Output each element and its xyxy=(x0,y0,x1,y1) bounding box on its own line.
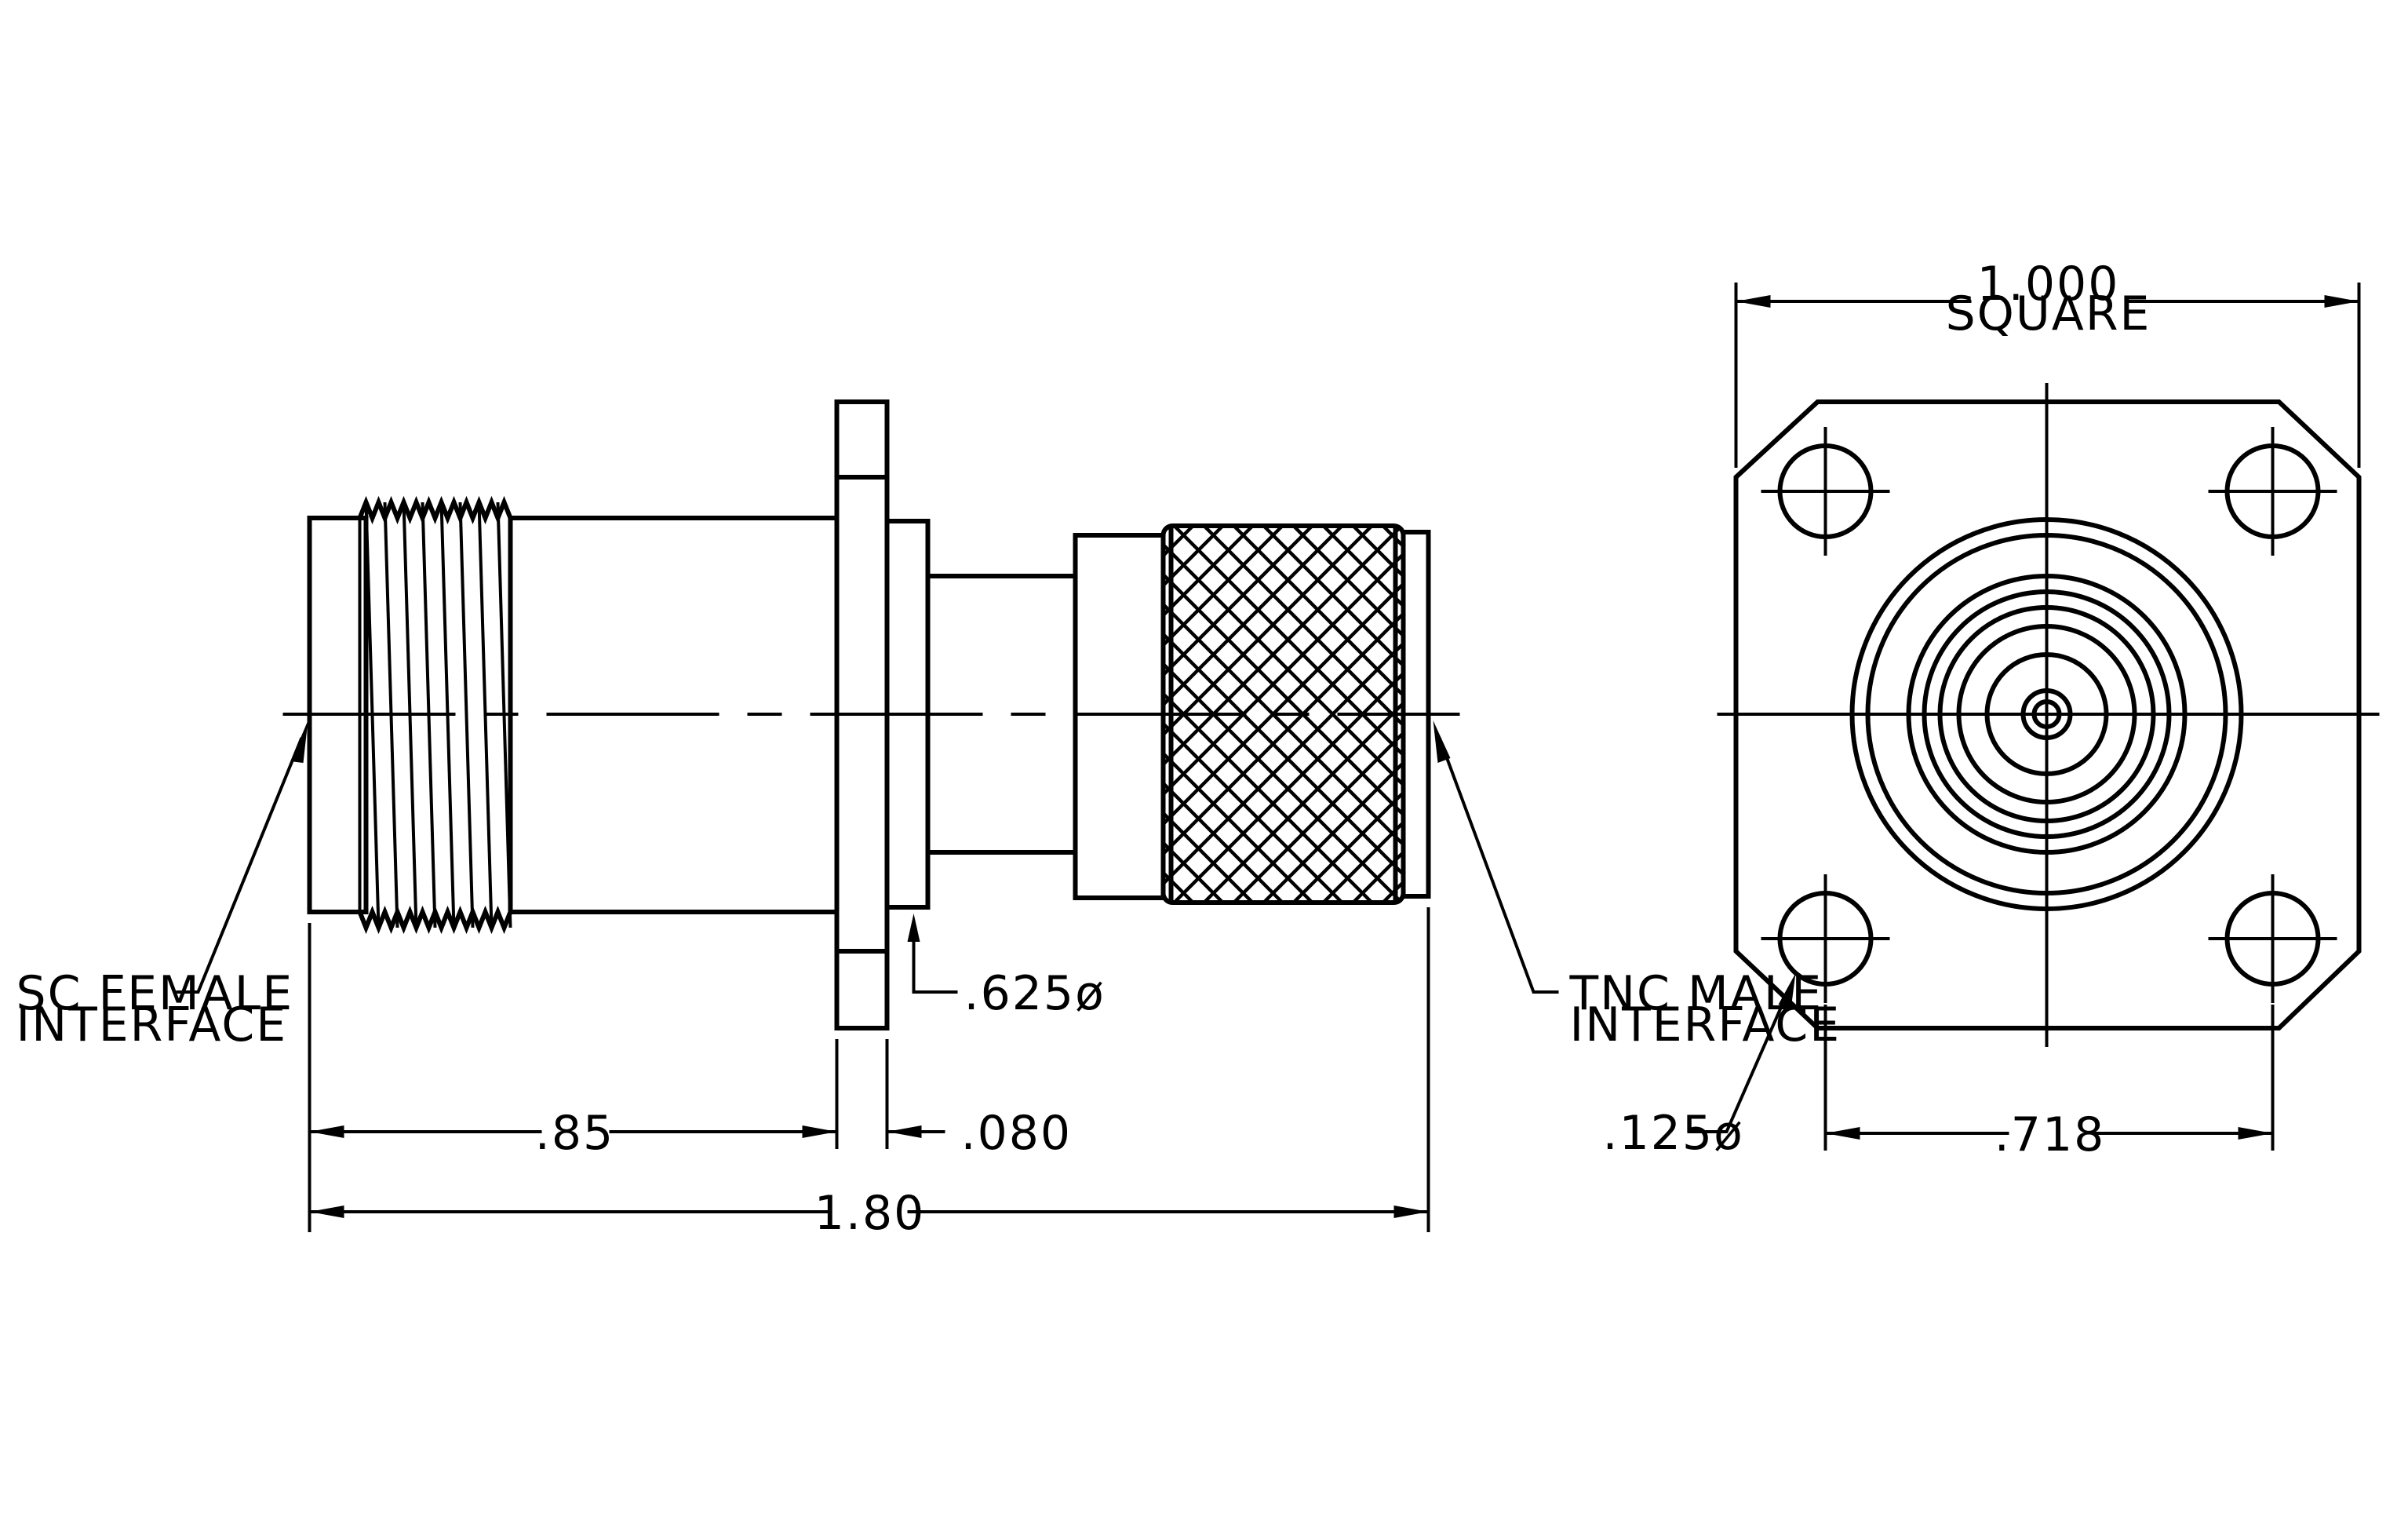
hole-diameter-leader: .125ø xyxy=(1603,973,1796,1161)
flange-diameter-leader: .625ø xyxy=(907,914,1106,1021)
knurl-line xyxy=(1321,526,1404,903)
flange-square-line1: 1.000 xyxy=(1977,257,2120,312)
side-extension-lines xyxy=(308,907,1430,1232)
flange-square-line2: SQUARE xyxy=(1946,286,2151,341)
mounting-hole-bottom-left xyxy=(1761,874,1890,1003)
knurl-line xyxy=(1291,526,1404,903)
knurl-line xyxy=(1262,526,1404,903)
flange-thickness-dimension: .080 xyxy=(887,1106,1073,1161)
body-length-dimension: .85 xyxy=(309,1106,837,1161)
sc-female-leader: SC FEMALE INTERFACE xyxy=(16,720,308,1052)
side-view: SC FEMALE INTERFACE TNC MALE INTERFACE .… xyxy=(16,399,1842,1241)
knurl-line xyxy=(1291,526,1404,903)
mounting-hole-bottom-right xyxy=(2208,874,2337,1003)
hole-spacing-dimension: .718 xyxy=(1823,1005,2275,1162)
sc-female-label-line1: SC FEMALE xyxy=(16,966,294,1021)
knurl-line xyxy=(1232,526,1404,903)
knurl-line xyxy=(1163,526,1404,903)
knurl-line xyxy=(1163,526,1404,903)
knurl-line xyxy=(1163,526,1255,903)
knurl-line xyxy=(1163,526,1284,903)
connector-body xyxy=(510,516,837,914)
overall-length-value: 1.80 xyxy=(814,1186,926,1241)
knurl-line xyxy=(1163,526,1344,903)
sc-female-label-line2: INTERFACE xyxy=(16,998,288,1052)
knurl-line xyxy=(1163,526,1314,903)
knurl-line xyxy=(1232,526,1404,903)
tnc-male-label-line2: INTERFACE xyxy=(1570,998,1842,1052)
knurl-line xyxy=(1163,526,1344,903)
knurl-line xyxy=(1163,526,1314,903)
hole-spacing-value: .718 xyxy=(1995,1107,2106,1162)
knurl-line xyxy=(1163,526,1255,903)
overall-length-dimension: 1.80 xyxy=(309,1186,1429,1241)
knurl-line xyxy=(1321,526,1404,903)
mounting-holes xyxy=(1761,427,2337,1003)
mounting-hole-top-right xyxy=(2208,427,2337,556)
flange-square-dimension: 1.000 SQUARE xyxy=(1734,257,2361,468)
hole-diameter-label: .125ø xyxy=(1603,1106,1744,1161)
knurl-line xyxy=(1262,526,1404,903)
mounting-hole-top-left xyxy=(1761,427,1890,556)
flange-thickness-value: .080 xyxy=(961,1106,1073,1161)
body-length-value: .85 xyxy=(535,1106,614,1161)
knurl-line xyxy=(1163,526,1284,903)
flange-diameter-label: .625ø xyxy=(964,966,1106,1021)
front-view: 1.000 SQUARE .718 .125ø xyxy=(1603,257,2380,1162)
square-flange-outline xyxy=(1733,399,2362,1030)
